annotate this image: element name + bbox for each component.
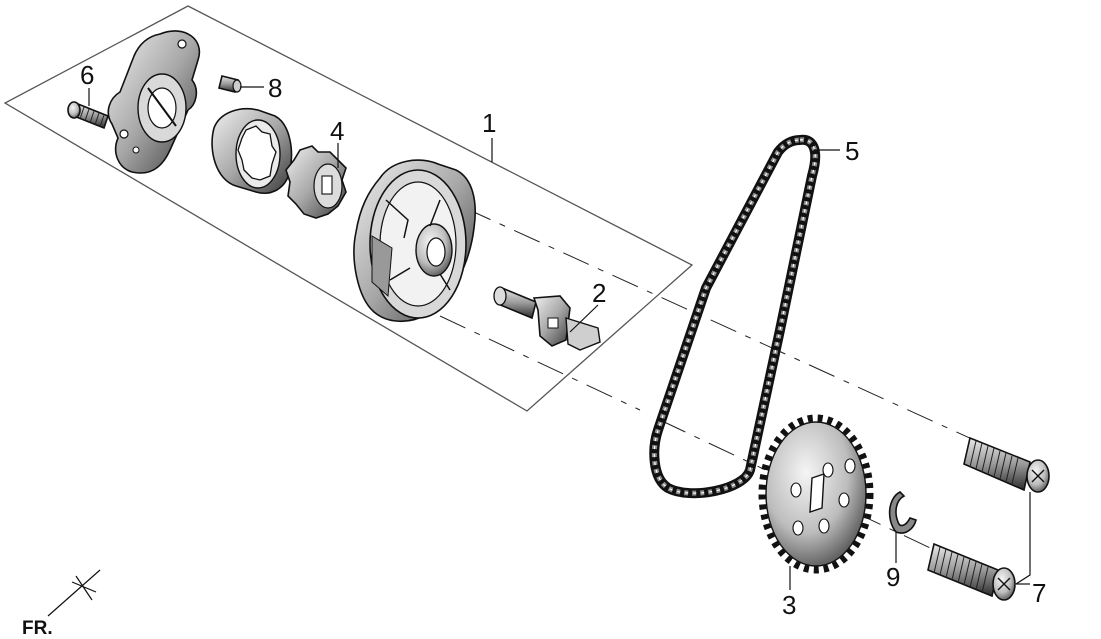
part-7-screw-lower xyxy=(927,542,1016,601)
axis-lines xyxy=(439,207,986,556)
callout-6: 6 xyxy=(80,60,94,90)
leader-lines xyxy=(88,88,1031,585)
callout-7: 7 xyxy=(1032,578,1046,608)
part-4-inner-rotor xyxy=(285,143,347,219)
front-direction-indicator: FR. xyxy=(22,569,101,639)
outer-rotor xyxy=(211,108,293,194)
part-3-sprocket xyxy=(758,414,874,590)
part-7-screw-upper xyxy=(963,436,1050,493)
part-5-drive-chain xyxy=(649,134,821,499)
callout-2: 2 xyxy=(592,278,606,308)
assembly-outline xyxy=(3,5,694,412)
front-label: FR. xyxy=(22,618,53,639)
callout-3: 3 xyxy=(782,590,796,620)
callout-9: 9 xyxy=(886,562,900,592)
part-6-bolt xyxy=(67,101,109,130)
pump-body xyxy=(353,159,476,323)
callout-5: 5 xyxy=(845,136,859,166)
part-8-dowel-pin xyxy=(218,75,264,93)
pump-cover xyxy=(107,30,201,174)
part-2-shaft xyxy=(493,286,601,351)
callout-4: 4 xyxy=(330,116,344,146)
callout-1: 1 xyxy=(482,108,496,138)
part-9-circlip xyxy=(888,491,917,563)
callout-8: 8 xyxy=(268,73,282,103)
